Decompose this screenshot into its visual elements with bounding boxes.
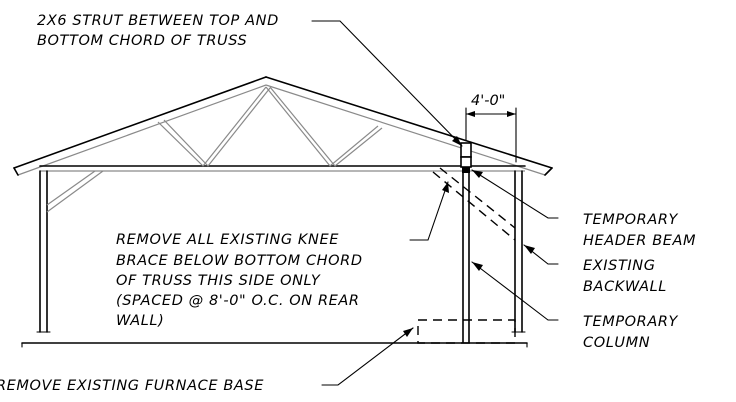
roof-truss bbox=[13, 76, 553, 176]
note-header-line-1: TEMPORARY bbox=[583, 212, 679, 228]
left-wall bbox=[36, 170, 104, 333]
header-arrowhead bbox=[472, 170, 483, 178]
floor-slab bbox=[21, 342, 528, 348]
note-knee-line-5: WALL) bbox=[116, 313, 164, 329]
strut-2x6 bbox=[460, 142, 472, 158]
web-2b bbox=[207, 87, 271, 167]
note-backwall: EXISTING BACKWALL bbox=[583, 258, 667, 295]
note-strut: 2X6 STRUT BETWEEN TOP AND BOTTOM CHORD O… bbox=[37, 13, 279, 49]
web-4 bbox=[329, 125, 379, 167]
column-arrowhead bbox=[472, 262, 483, 271]
web-4b bbox=[334, 127, 383, 167]
backwall-arrowhead bbox=[524, 245, 535, 254]
header-beam bbox=[460, 156, 472, 168]
note-knee-brace: REMOVE ALL EXISTING KNEE BRACE BELOW BOT… bbox=[116, 232, 363, 329]
web-3 bbox=[265, 86, 331, 167]
top-chord-left-inner bbox=[17, 84, 267, 176]
note-knee-line-3: OF TRUSS THIS SIDE ONLY bbox=[116, 273, 321, 289]
note-column: TEMPORARY COLUMN bbox=[583, 314, 679, 351]
overhang-left bbox=[13, 167, 19, 176]
note-column-line-1: TEMPORARY bbox=[583, 314, 679, 330]
dimension-4ft: 4'-0" bbox=[465, 93, 517, 163]
note-backwall-line-2: BACKWALL bbox=[583, 279, 667, 295]
note-knee-line-2: BRACE BELOW BOTTOM CHORD bbox=[116, 253, 363, 269]
top-chord-right-inner bbox=[265, 84, 546, 176]
web-2 bbox=[202, 86, 267, 167]
web-1b bbox=[163, 119, 209, 167]
note-column-line-2: COLUMN bbox=[583, 335, 650, 351]
left-knee-brace-b bbox=[46, 170, 104, 213]
knee-brace-removed bbox=[432, 167, 516, 241]
web-3b bbox=[269, 86, 336, 167]
header-beam-fill bbox=[462, 167, 470, 173]
overhang-right bbox=[544, 167, 553, 176]
top-chord-left bbox=[13, 76, 267, 169]
furnace-base bbox=[417, 319, 516, 344]
note-knee-line-4: (SPACED @ 8'-0" O.C. ON REAR bbox=[116, 293, 360, 309]
knee-arrowhead bbox=[442, 182, 449, 193]
left-knee-brace bbox=[46, 170, 96, 206]
strut-arrowhead bbox=[452, 136, 462, 146]
note-header-beam: TEMPORARY HEADER BEAM bbox=[583, 212, 696, 249]
web-1 bbox=[157, 121, 204, 167]
note-furnace: REMOVE EXISTING FURNACE BASE bbox=[0, 378, 264, 394]
note-knee-line-1: REMOVE ALL EXISTING KNEE bbox=[116, 232, 339, 248]
dimension-label: 4'-0" bbox=[471, 93, 505, 109]
temporary-column-assembly bbox=[460, 142, 472, 343]
furnace-arrowhead bbox=[403, 328, 413, 337]
note-backwall-line-1: EXISTING bbox=[583, 258, 656, 274]
existing-backwall bbox=[511, 170, 526, 333]
leaders bbox=[311, 20, 559, 386]
top-chord-right bbox=[265, 76, 553, 169]
note-header-line-2: HEADER BEAM bbox=[583, 233, 696, 249]
note-strut-line-2: BOTTOM CHORD OF TRUSS bbox=[37, 33, 247, 49]
note-strut-line-1: 2X6 STRUT BETWEEN TOP AND bbox=[37, 13, 279, 29]
